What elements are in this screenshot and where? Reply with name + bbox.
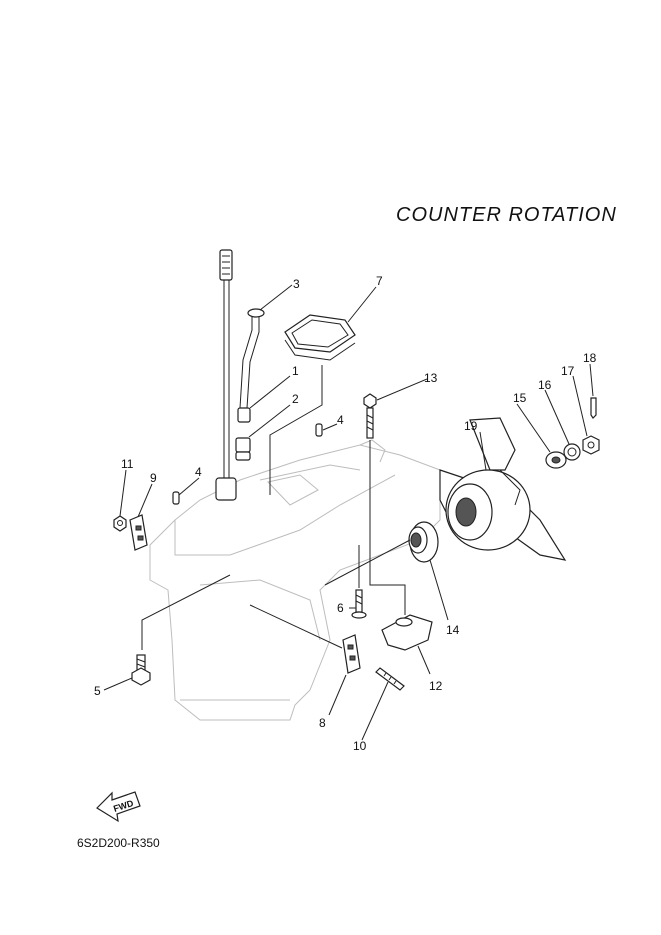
bolt-10	[375, 667, 405, 691]
bolt-13	[363, 393, 377, 439]
grommet-2	[235, 437, 251, 461]
callout-label: 4	[195, 465, 202, 479]
fwd-arrow-icon: FWD	[96, 791, 141, 823]
callout-label: 15	[513, 391, 527, 405]
callout-label: 4	[337, 413, 344, 427]
shift-rod	[215, 249, 237, 501]
trim-tab	[381, 614, 433, 651]
propeller	[439, 417, 567, 561]
callout-label: 8	[319, 716, 326, 730]
grommet-1	[237, 407, 251, 423]
callout-label: 12	[429, 679, 443, 693]
nut-17	[582, 435, 600, 455]
callout-label: 1	[292, 364, 299, 378]
spacer	[408, 521, 439, 563]
nut	[113, 515, 127, 532]
bolt-6	[351, 589, 367, 619]
anode-8	[342, 634, 361, 674]
dowel-pin-right	[315, 423, 323, 437]
diagram-code: 6S2D200-R350	[77, 836, 160, 850]
callout-label: 14	[446, 623, 460, 637]
callout-label: 16	[538, 378, 552, 392]
gasket	[284, 314, 356, 361]
water-tube	[239, 308, 265, 409]
callout-label: 19	[464, 419, 478, 433]
callout-label: 13	[424, 371, 438, 385]
callout-label: 2	[292, 392, 299, 406]
callout-numbers: 1 2 3 4 4 5 6 7 8 9 10 11 12 13 14 15 16…	[94, 274, 597, 753]
callout-label: 17	[561, 364, 575, 378]
lower-unit-housing	[149, 439, 441, 721]
callout-label: 10	[353, 739, 367, 753]
washer-16	[563, 443, 581, 461]
dowel-pin-left	[172, 491, 180, 505]
bolt-5	[131, 654, 151, 686]
cotter-pin	[590, 397, 597, 419]
leader-lines	[103, 284, 594, 741]
callout-label: 3	[293, 277, 300, 291]
anode-9	[129, 514, 148, 551]
diagram-title: COUNTER ROTATION	[396, 204, 617, 226]
callout-label: 5	[94, 684, 101, 698]
callout-label: 6	[337, 601, 344, 615]
callout-label: 18	[583, 351, 597, 365]
callout-label: 11	[121, 457, 134, 471]
callout-label: 7	[376, 274, 383, 288]
washer-15	[545, 451, 567, 469]
callout-label: 9	[150, 471, 157, 485]
